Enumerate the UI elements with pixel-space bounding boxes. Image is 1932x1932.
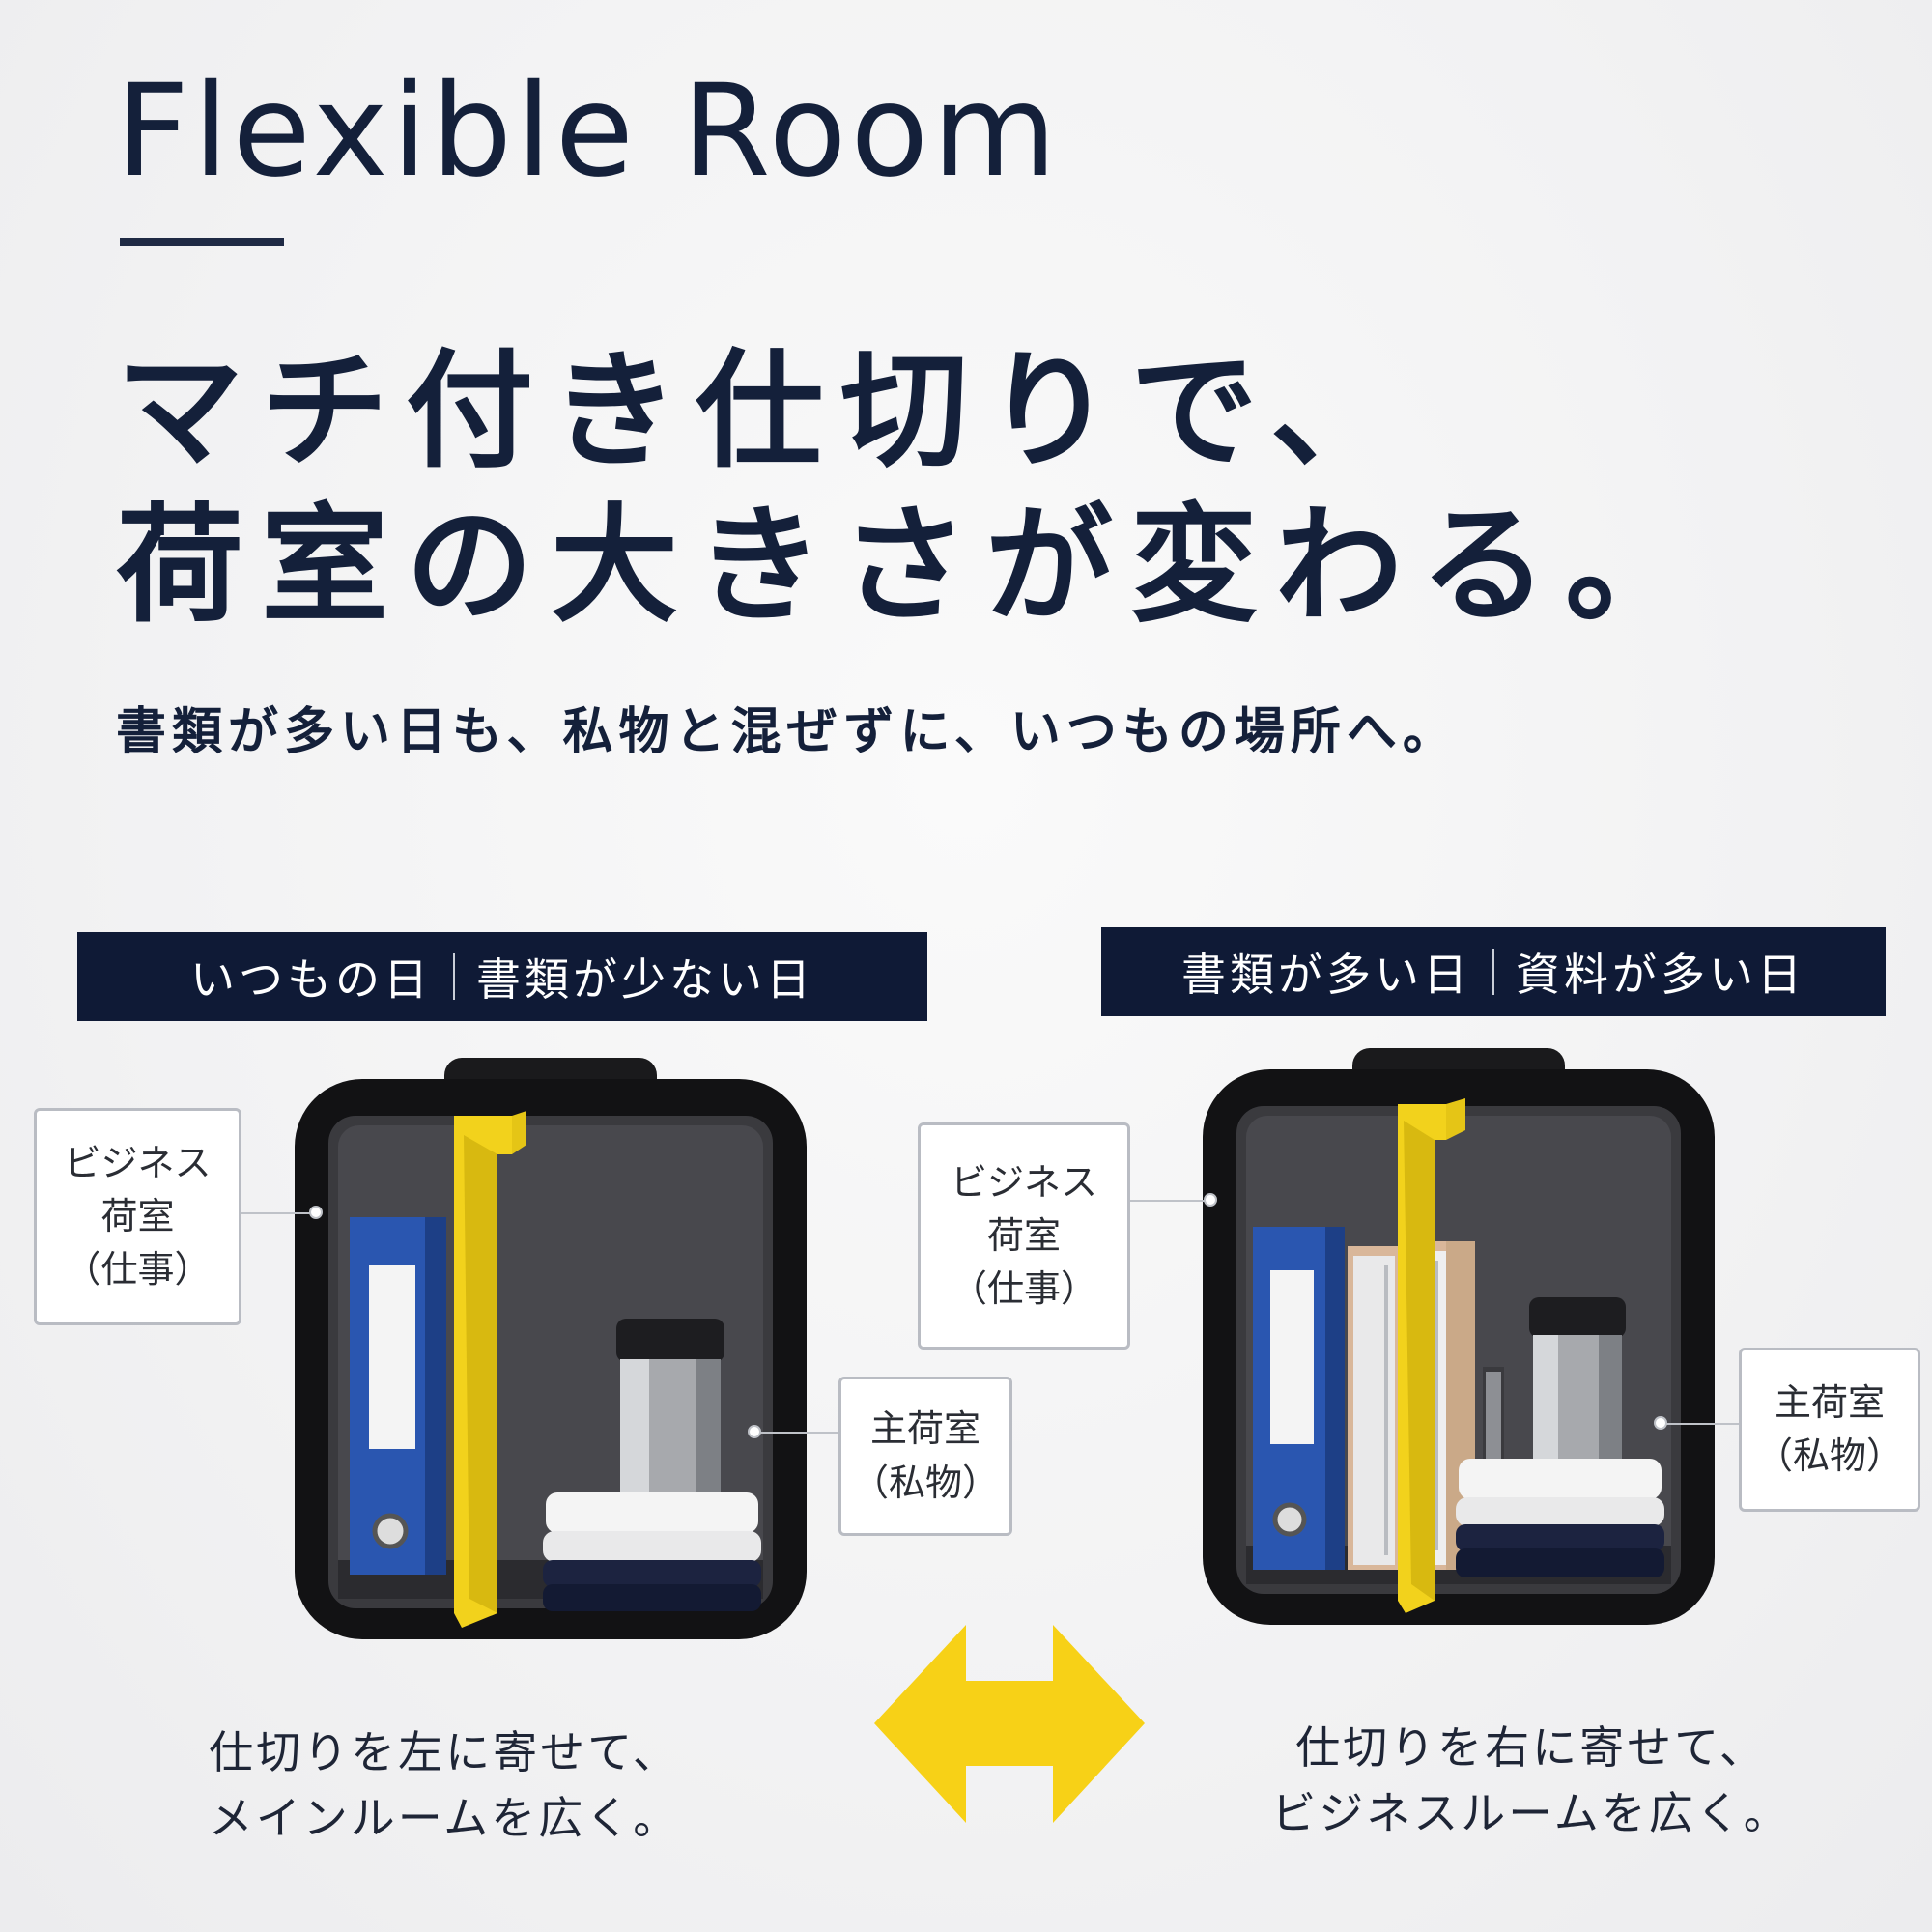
banner-left-part2: 書類が少ない日 <box>476 953 814 1006</box>
callout-business-right: ビジネス 荷室 （仕事） <box>918 1122 1130 1350</box>
callout-line: 荷室 <box>100 1194 175 1237</box>
leader-dot <box>1204 1193 1217 1207</box>
caption-right-line1: 仕切りを右に寄せて、 <box>1295 1721 1767 1774</box>
callout-line: 主荷室 <box>869 1407 980 1451</box>
callout-line: （仕事） <box>950 1267 1097 1311</box>
title-underline <box>120 238 284 246</box>
banner-right-part1: 書類が多い日 <box>1181 949 1471 1001</box>
binder <box>1253 1227 1345 1570</box>
leader-dot <box>1654 1416 1667 1430</box>
bag-illustration-right <box>1203 1048 1715 1625</box>
thermos <box>1529 1297 1626 1465</box>
bag-illustration-left <box>295 1058 807 1639</box>
towel-stack <box>1456 1459 1664 1577</box>
caption-left: 仕切りを左に寄せて、 メインルームを広く。 <box>145 1719 744 1851</box>
leader-dot <box>748 1425 761 1438</box>
caption-right-line2: ビジネスルームを広く。 <box>1271 1787 1791 1840</box>
banner-right: 書類が多い日 資料が多い日 <box>1101 927 1886 1016</box>
leader-line <box>242 1212 314 1214</box>
callout-line: 荷室 <box>986 1213 1061 1257</box>
callout-business-left: ビジネス 荷室 （仕事） <box>34 1108 242 1325</box>
leader-line <box>1663 1423 1739 1425</box>
page-title: Flexible Room <box>116 57 1061 206</box>
callout-line: ビジネス <box>64 1141 212 1184</box>
subtitle: 書類が多い日も、私物と混ぜずに、いつもの場所へ。 <box>116 703 1459 761</box>
banner-separator <box>453 953 455 1000</box>
headline-line-1: マチ付き仕切りで、 <box>116 337 1415 486</box>
divider <box>454 1111 526 1628</box>
binder <box>350 1217 446 1575</box>
leader-dot <box>309 1206 323 1219</box>
callout-main-right: 主荷室 （私物） <box>1739 1348 1920 1512</box>
leader-line <box>757 1432 838 1434</box>
callout-main-left: 主荷室 （私物） <box>838 1377 1012 1536</box>
callout-line: ビジネス <box>950 1160 1097 1204</box>
callout-line: 主荷室 <box>1774 1380 1885 1424</box>
banner-separator <box>1492 949 1494 995</box>
callout-line: （仕事） <box>64 1248 212 1292</box>
double-arrow-icon <box>874 1625 1145 1823</box>
banner-right-part2: 資料が多い日 <box>1516 949 1805 1001</box>
caption-left-line1: 仕切りを左に寄せて、 <box>209 1726 680 1778</box>
thermos <box>616 1319 724 1494</box>
caption-right: 仕切りを右に寄せて、 ビジネスルームを広く。 <box>1212 1715 1850 1846</box>
banner-left-part1: いつもの日 <box>190 953 432 1006</box>
divider <box>1398 1098 1465 1613</box>
leader-line <box>1130 1200 1208 1202</box>
headline-line-2: 荷室の大きさが変わる。 <box>116 492 1710 640</box>
caption-left-line2: メインルームを広く。 <box>208 1792 681 1845</box>
callout-line: （私物） <box>1755 1435 1903 1477</box>
callout-line: （私物） <box>851 1461 999 1504</box>
towel-stack <box>543 1492 761 1611</box>
banner-left: いつもの日 書類が少ない日 <box>77 932 927 1021</box>
